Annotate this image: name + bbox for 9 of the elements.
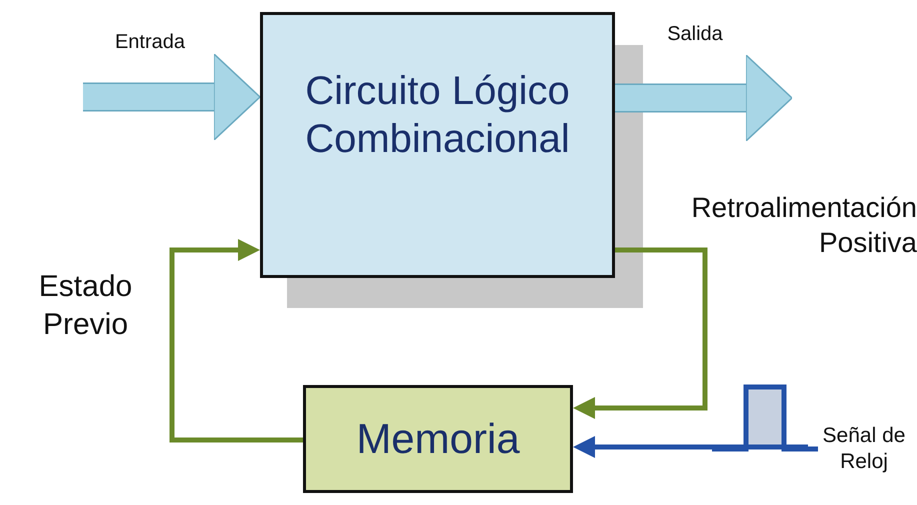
edge-label: Señal de Reloj: [822, 423, 906, 476]
block-title: Circuito Lógico Combinacional: [304, 68, 571, 163]
block-box: [260, 12, 615, 278]
block-title: Memoria: [356, 414, 520, 464]
edge-label: Entrada: [114, 30, 186, 55]
edge-label: Estado Previo: [38, 269, 134, 342]
block-box: [303, 385, 573, 493]
edge-label: Retroalimentación Positiva: [690, 191, 917, 260]
edge-label: Salida: [666, 22, 724, 47]
